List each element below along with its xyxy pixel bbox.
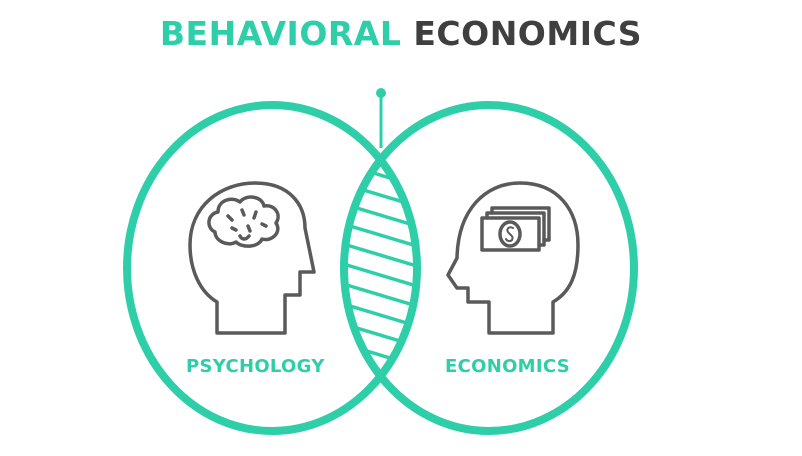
psychology-label: PSYCHOLOGY — [186, 356, 325, 377]
page-title: BEHAVIORAL ECONOMICS — [0, 14, 802, 53]
economics-circle — [340, 101, 638, 435]
title-economics: ECONOMICS — [413, 14, 643, 53]
head-brain-icon — [188, 181, 316, 335]
head-money-icon — [446, 181, 580, 335]
title-behavioral: BEHAVIORAL — [159, 14, 402, 53]
pin-marker-icon — [376, 88, 386, 148]
psychology-circle — [123, 101, 421, 435]
economics-label: ECONOMICS — [445, 356, 570, 377]
